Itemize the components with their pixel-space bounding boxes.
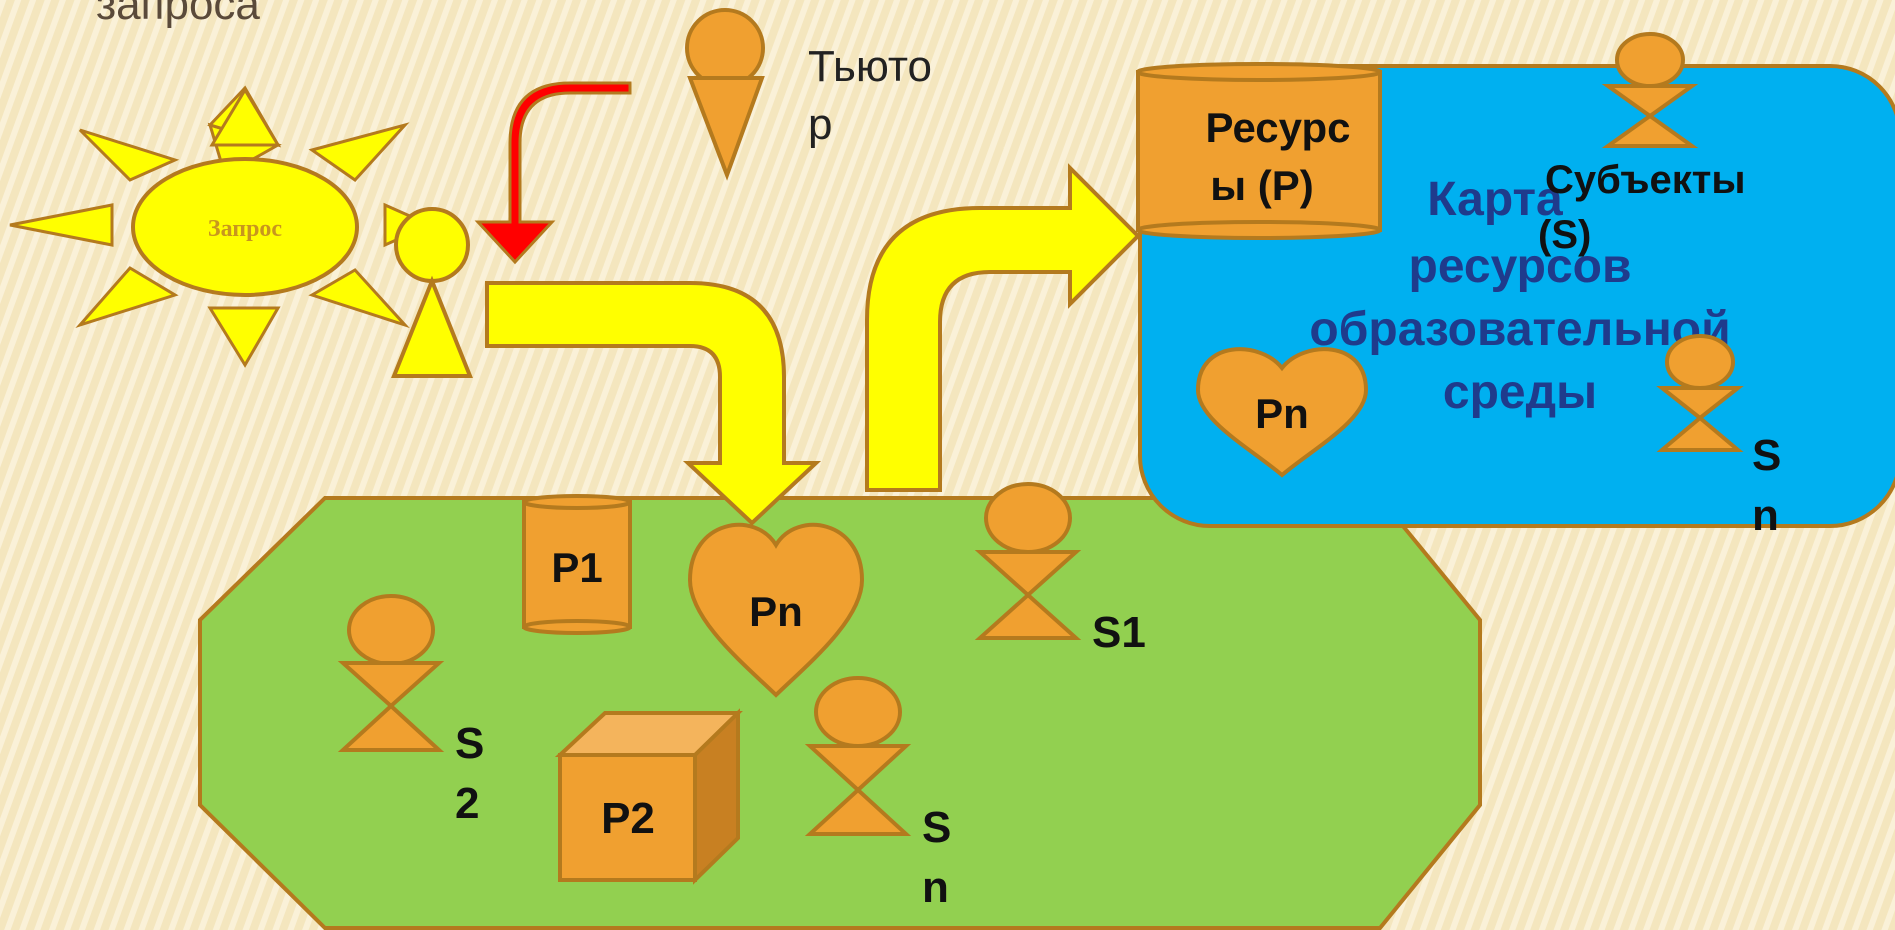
s1-label: S1 (1092, 608, 1146, 657)
subjects-label-line2: (S) (1538, 213, 1591, 257)
resource-map-title-line1: Карта (1427, 173, 1563, 226)
environment-sn-label-line1: S (922, 803, 951, 852)
yellow-arrow-to-resource-map (865, 163, 1141, 492)
p1-cylinder-icon (522, 494, 632, 635)
map-sn-figure-icon (1656, 334, 1744, 452)
p1-label: P1 (551, 544, 602, 591)
map-heart-icon (1195, 347, 1369, 478)
map-sn-label-line1: S (1752, 431, 1781, 480)
resources-label-line2: ы (Р) (1210, 162, 1314, 209)
tutor-label-line2: р (808, 100, 833, 149)
environment-heart-icon (687, 522, 865, 698)
tutor-figure-icon (685, 8, 765, 181)
environment-sn-label-line2: n (922, 863, 949, 912)
header-partial-title: запроса (96, 0, 260, 29)
red-down-arrow (474, 81, 632, 265)
yellow-arrow-to-environment (485, 281, 822, 526)
resources-cylinder-icon (1136, 62, 1382, 240)
p2-cube-icon (554, 708, 743, 885)
request-label: Запрос (208, 216, 283, 242)
s2-figure-icon (337, 594, 445, 752)
map-sn-label-line2: n (1752, 491, 1779, 540)
student-figure-icon (391, 207, 473, 378)
subject-figure-icon (1601, 32, 1699, 148)
subjects-label-line1: Субъекты (1545, 158, 1746, 202)
resources-label-line1: Ресурс (1206, 104, 1351, 151)
tutor-label-line1: Тьюто (808, 42, 933, 91)
s2-label-line2: 2 (455, 779, 479, 828)
tutor-label: Тьюто р (808, 38, 948, 154)
resource-map-title-line3: образовательной (1309, 303, 1730, 356)
map-heart-label: Pn (1255, 390, 1309, 437)
s2-label-line1: S (455, 719, 484, 768)
environment-heart-label: Pn (749, 588, 803, 635)
s1-figure-icon (974, 482, 1082, 640)
resource-map-title-line2: ресурсов (1409, 240, 1632, 293)
resource-map-title-line4: среды (1443, 366, 1597, 419)
environment-sn-figure-icon (804, 676, 912, 836)
p2-label: P2 (601, 794, 655, 843)
